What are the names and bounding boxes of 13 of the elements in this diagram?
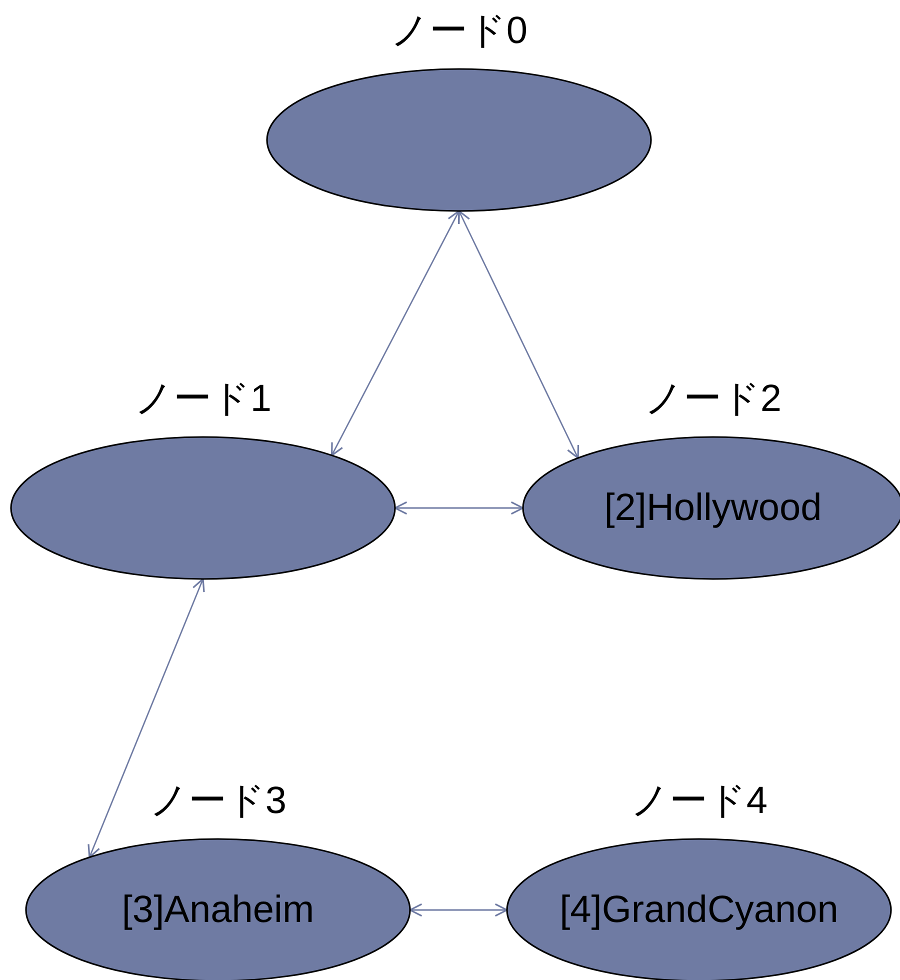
- double-arrow: [394, 501, 524, 515]
- double-arrow: [409, 903, 508, 917]
- node-heading: ノード1: [133, 377, 273, 421]
- node-label: [3]Anaheim: [120, 888, 316, 932]
- double-arrow: [331, 210, 460, 456]
- double-arrow: [88, 578, 205, 858]
- node-label: [4]GrandCyanon: [558, 888, 840, 932]
- node-heading: ノード3: [148, 779, 288, 823]
- node-heading: ノード4: [629, 779, 769, 823]
- node-label: [2]Hollywood: [603, 486, 823, 530]
- double-arrow: [458, 210, 580, 459]
- node-heading: ノード0: [389, 9, 529, 53]
- node-heading: ノード2: [643, 377, 783, 421]
